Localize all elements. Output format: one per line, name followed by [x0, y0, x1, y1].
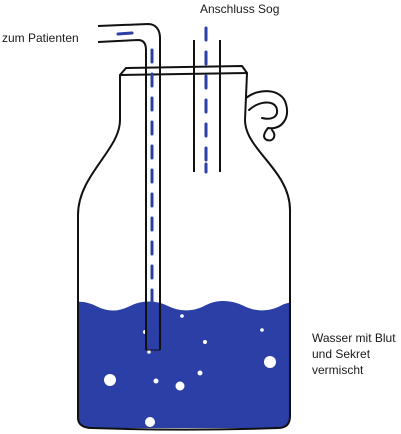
bubble — [153, 378, 159, 384]
air-bubbles — [104, 314, 276, 427]
bubble — [180, 314, 184, 318]
bubble — [145, 417, 155, 427]
jar-left-wall — [77, 74, 121, 429]
bubble — [264, 356, 276, 368]
bubble — [175, 381, 185, 391]
label-liquid-line-2: und Sekret — [312, 347, 371, 361]
label-liquid-line-1: Wasser mit Blut — [312, 331, 396, 345]
label-to-patient: zum Patienten — [2, 31, 79, 45]
liquid-area — [78, 301, 290, 428]
patient-tube — [97, 22, 161, 351]
jar-right-wall — [244, 72, 291, 429]
label-liquid-description: Wasser mit Blut und Sekret vermischt — [312, 330, 396, 378]
jar-rim — [119, 65, 248, 76]
jar-outline — [77, 65, 291, 431]
patient-tube-flow-dashes — [116, 31, 154, 304]
bubble — [104, 374, 116, 386]
jar-bottom — [91, 427, 279, 431]
bubble — [260, 328, 264, 332]
jar-handle — [245, 90, 288, 142]
bubble — [203, 340, 207, 344]
bubble — [147, 350, 151, 354]
label-suction-connection: Anschluss Sog — [200, 2, 280, 16]
suction-tube — [193, 26, 221, 174]
label-liquid-line-3: vermischt — [312, 363, 364, 377]
liquid-fill — [78, 301, 290, 428]
bubble — [197, 370, 203, 376]
